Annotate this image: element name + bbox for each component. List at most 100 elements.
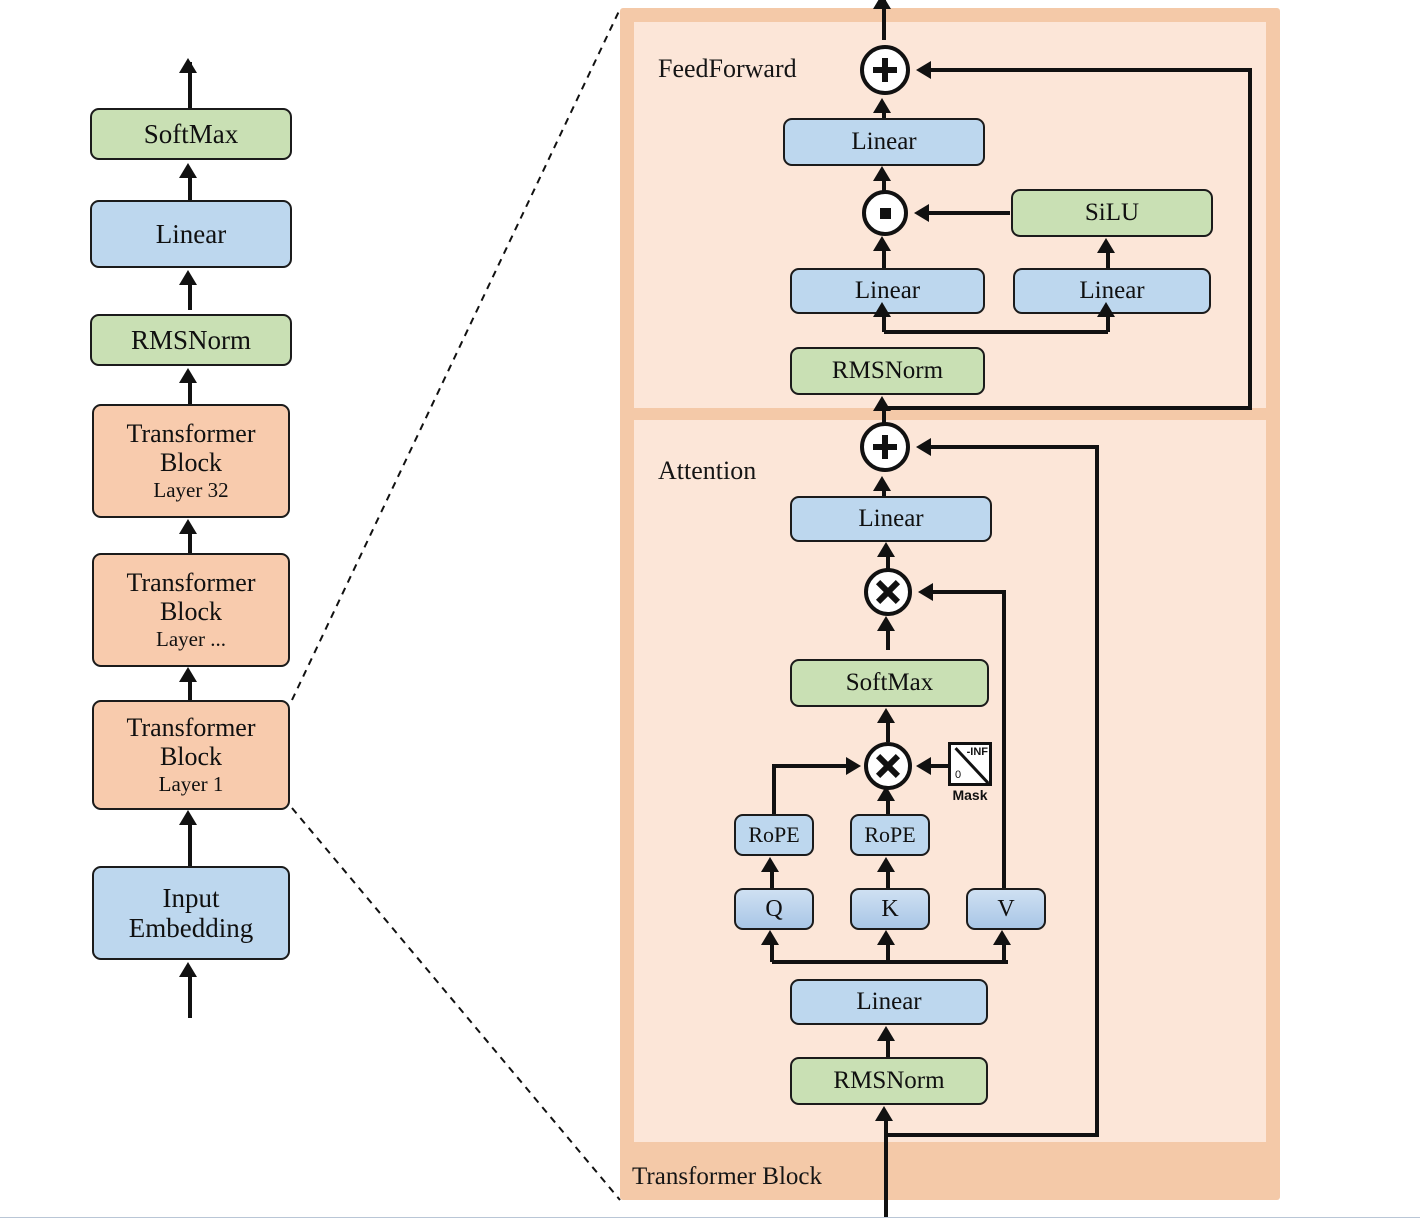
wire-block32-in	[188, 532, 192, 558]
wire-attn-rmsnorm-to-linear	[886, 1040, 890, 1058]
wire-mask-to-matmulqk	[928, 764, 950, 768]
wire-linear-head-in	[188, 284, 192, 310]
wire-attn-residual-top	[930, 445, 1099, 449]
node-label: Input Embedding	[128, 882, 254, 943]
wire-v-to-matmul	[932, 590, 1004, 594]
wire-ff-gate-to-mul	[882, 250, 886, 270]
attn-scoresxv-matmul-op[interactable]	[864, 568, 912, 616]
node-label: K	[881, 895, 899, 922]
wire-ff-residual-bottom	[884, 406, 1252, 410]
node-attn-softmax[interactable]: SoftMax	[790, 659, 989, 707]
node-attn-out-linear[interactable]: Linear	[790, 496, 992, 542]
attn-residual-add-op[interactable]	[860, 422, 910, 472]
node-rope-k[interactable]: RoPE	[850, 814, 930, 856]
arrowhead-qkv-to-k	[877, 930, 895, 945]
arrowhead-attn-residual	[916, 438, 931, 456]
wire-softmax-to-matmulv	[886, 630, 890, 650]
node-q[interactable]: Q	[734, 888, 814, 930]
arrowhead-blockmid-in	[179, 667, 197, 682]
ff-residual-add-op[interactable]	[860, 45, 910, 95]
wire-rmsnorm-final-in	[188, 382, 192, 406]
mask-zero-label: 0	[955, 769, 962, 781]
node-label: RMSNorm	[130, 324, 252, 355]
node-sublabel: Layer 32	[153, 478, 229, 503]
arrowhead-attn-matmulv-to-linear	[877, 542, 895, 557]
node-label: Linear	[1079, 277, 1145, 304]
wire-silu-to-mul	[928, 211, 1010, 215]
arrowhead-input	[179, 962, 197, 977]
wire-qkv-to-k	[886, 944, 890, 962]
node-label: SoftMax	[143, 118, 239, 149]
node-label: Linear	[155, 218, 227, 249]
node-label: RoPE	[864, 821, 916, 847]
node-label: RMSNorm	[833, 1067, 945, 1094]
node-transformer-block-mid[interactable]: Transformer Block Layer ...	[92, 553, 290, 667]
node-label: Transformer Block	[126, 713, 256, 772]
wire-ff-residual-top	[930, 68, 1252, 72]
arrowhead-ff-gate-to-mul	[873, 236, 891, 251]
node-label: Transformer Block	[126, 419, 256, 478]
arrowhead-block-output	[873, 0, 891, 9]
node-label: SoftMax	[845, 669, 934, 696]
node-sublabel: Layer ...	[156, 627, 226, 652]
arrowhead-block32-in	[179, 519, 197, 534]
wire-ff-residual-vertical	[1248, 70, 1252, 410]
wire-block1-in	[188, 824, 192, 866]
node-linear-head[interactable]: Linear	[90, 200, 292, 268]
wire-blockmid-in	[188, 681, 192, 706]
attn-qk-matmul-op[interactable]	[864, 742, 912, 790]
node-rope-q[interactable]: RoPE	[734, 814, 814, 856]
wire-block-input	[884, 1120, 888, 1217]
node-input-embedding[interactable]: Input Embedding	[92, 866, 290, 960]
wire-v-vertical	[1002, 590, 1006, 890]
node-rmsnorm-final[interactable]: RMSNorm	[90, 314, 292, 366]
mask-icon[interactable]: 0 -INF Mask	[948, 742, 992, 803]
node-label: RMSNorm	[831, 357, 944, 384]
arrowhead-softmax-in	[179, 163, 197, 178]
arrowhead-block-input	[875, 1106, 893, 1121]
arrowhead-silu-to-mul	[914, 204, 929, 222]
arrowhead-qkv-to-v	[993, 930, 1011, 945]
node-label: V	[997, 895, 1015, 922]
node-attn-rmsnorm[interactable]: RMSNorm	[790, 1057, 988, 1105]
transformer-block-panel-label: Transformer Block	[632, 1163, 823, 1190]
wire-input	[188, 976, 192, 1018]
wire-ff-up-to-silu	[1106, 252, 1110, 270]
node-label: RoPE	[748, 821, 800, 847]
node-transformer-block-32[interactable]: Transformer Block Layer 32	[92, 404, 290, 518]
node-softmax[interactable]: SoftMax	[90, 108, 292, 160]
node-silu[interactable]: SiLU	[1011, 189, 1213, 237]
wire-matmulqk-to-softmax	[886, 722, 890, 742]
arrowhead-v-to-matmul	[918, 583, 933, 601]
arrowhead-qkv-to-q	[761, 930, 779, 945]
ff-elementwise-multiply-op[interactable]	[862, 190, 908, 236]
arrowhead-q-to-ropeq	[761, 857, 779, 872]
node-v[interactable]: V	[966, 888, 1046, 930]
arrowhead-attn-out-to-ff	[873, 396, 891, 411]
arrowhead-matmulqk-to-softmax	[877, 708, 895, 723]
mask-neginf-label: -INF	[966, 746, 988, 758]
arrowhead-ropeq-to-matmulqk	[846, 757, 861, 775]
arrowhead-ff-rmsnorm-to-up	[1097, 302, 1115, 317]
feedforward-label: FeedForward	[658, 54, 797, 83]
attention-label: Attention	[658, 456, 757, 485]
node-label: Linear	[851, 128, 917, 155]
wire-block-output	[882, 0, 886, 40]
arrowhead-ff-residual	[916, 61, 931, 79]
wire-qkv-fanout	[772, 960, 1008, 964]
wire-ff-rmsnorm-fanout	[884, 330, 1108, 334]
node-transformer-block-1[interactable]: Transformer Block Layer 1	[92, 700, 290, 810]
arrowhead-softmax-to-matmulv	[877, 616, 895, 631]
wire-q-to-ropeq	[770, 870, 774, 888]
node-k[interactable]: K	[850, 888, 930, 930]
arrowhead-ff-up-to-silu	[1097, 238, 1115, 253]
node-qkv-linear[interactable]: Linear	[790, 979, 988, 1025]
wire-ff-rmsnorm-to-gate	[882, 316, 886, 332]
node-ff-out-linear[interactable]: Linear	[783, 118, 985, 166]
wire-ropeq-vertical	[772, 764, 776, 814]
node-ff-rmsnorm[interactable]: RMSNorm	[790, 347, 985, 395]
wire-ropeq-to-matmulqk	[772, 764, 846, 768]
arrowhead-k-to-ropek	[877, 857, 895, 872]
node-label: Linear	[858, 505, 924, 532]
